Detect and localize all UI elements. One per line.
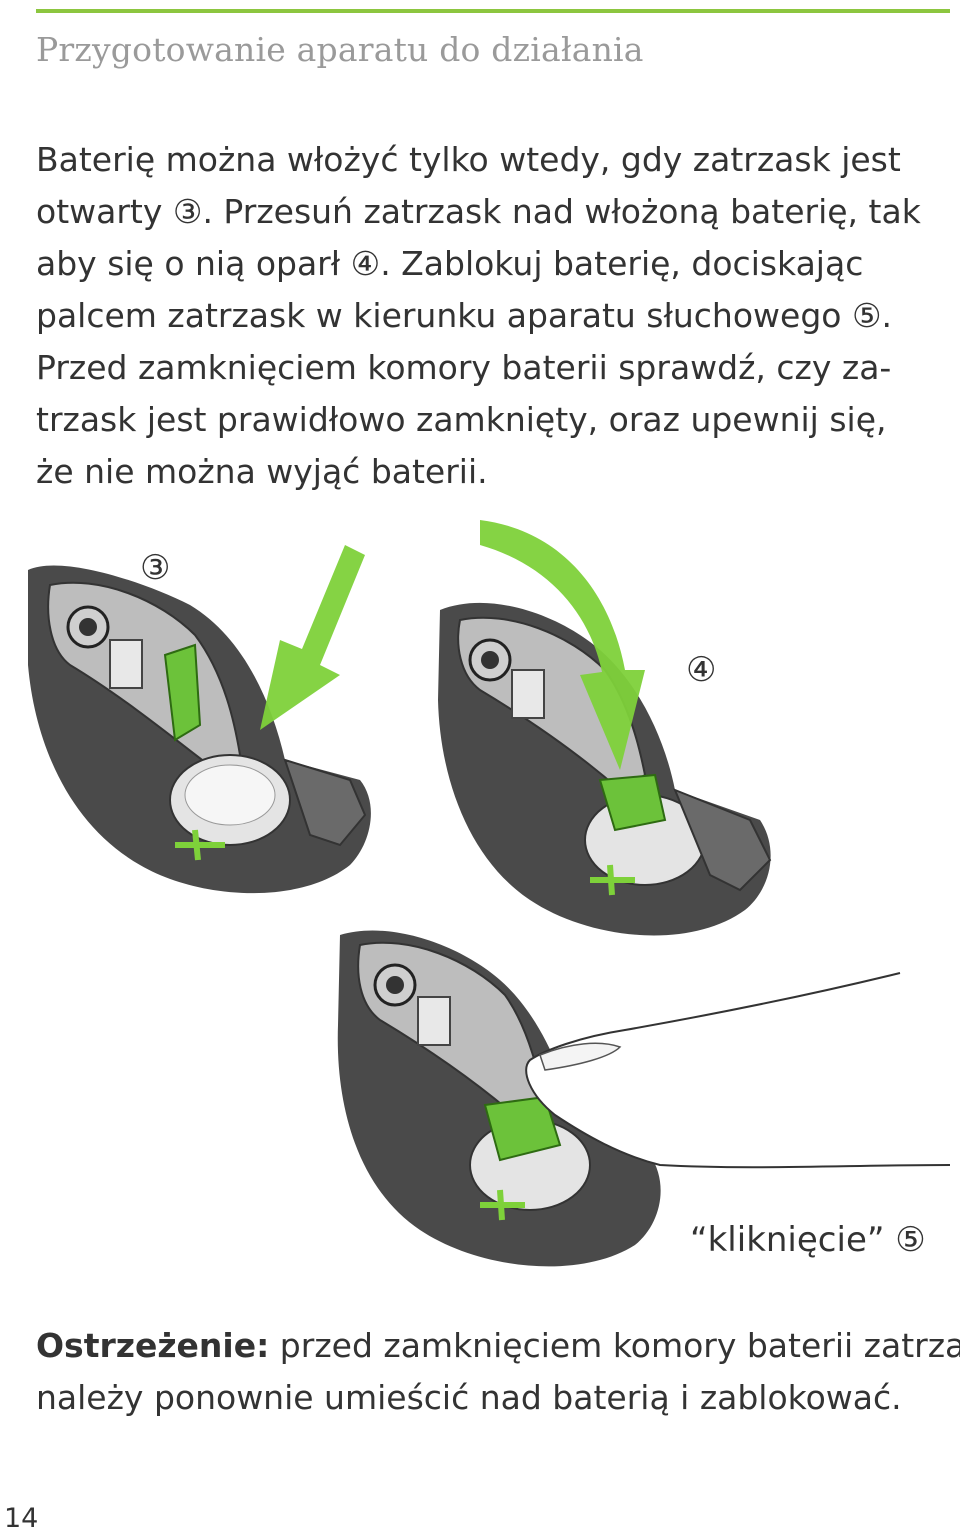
section-title: Przygotowanie aparatu do działania	[36, 30, 644, 69]
instruction-paragraph: Baterię można włożyć tylko wtedy, gdy za…	[36, 134, 950, 498]
top-rule	[36, 9, 950, 13]
instruction-line: że nie można wyjąć baterii.	[36, 452, 488, 491]
step4-illustration	[438, 520, 772, 936]
instruction-line: palcem zatrzask w kierunku aparatu słuch…	[36, 296, 893, 335]
warning-line: Ostrzeżenie: przed zamknięciem komory ba…	[36, 1320, 960, 1372]
step5-illustration	[337, 930, 950, 1267]
step3-illustration	[28, 545, 371, 894]
step3-marker: ③	[140, 548, 171, 588]
instruction-line: otwarty ③. Przesuń zatrzask nad włożoną …	[36, 192, 921, 231]
warning-line: należy ponownie umieścić nad baterią i z…	[36, 1378, 902, 1417]
warning-paragraph: Ostrzeżenie: przed zamknięciem komory ba…	[36, 1320, 960, 1424]
warning-label: Ostrzeżenie:	[36, 1326, 270, 1365]
page-number: 14	[4, 1503, 39, 1534]
instruction-line: aby się o nią oparł ④. Zablokuj baterię,…	[36, 244, 864, 283]
instruction-line: Przed zamknięciem komory baterii sprawdź…	[36, 348, 892, 387]
instruction-line: trzask jest prawidłowo zamknięty, oraz u…	[36, 400, 887, 439]
click-label: “kliknięcie” ⑤	[690, 1220, 926, 1260]
instruction-line: Baterię można włożyć tylko wtedy, gdy za…	[36, 140, 901, 179]
warning-text: przed zamknięciem komory baterii zatrzas…	[269, 1326, 960, 1365]
step4-marker: ④	[686, 650, 717, 690]
